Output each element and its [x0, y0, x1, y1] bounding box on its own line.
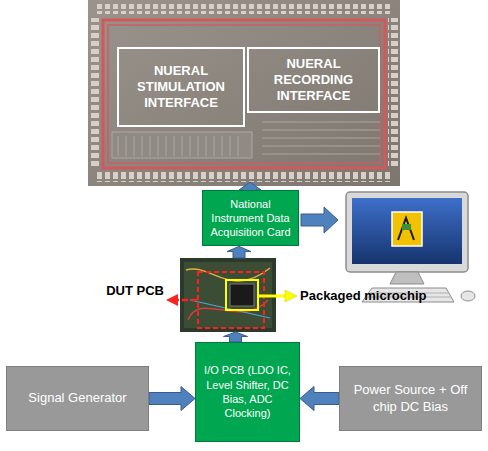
node-text: Power Source + Off chip DC Bias [348, 382, 473, 416]
leader-arrow [166, 294, 197, 306]
process-box: National Instrument Data Acquisition Car… [202, 190, 299, 247]
callout-text: DUT PCB [106, 283, 164, 298]
block-arrow [224, 332, 248, 342]
leader-arrow [258, 290, 297, 302]
interface-box: NUERAL STIMULATION INTERFACE [117, 47, 245, 127]
node-text: Signal Generator [28, 390, 126, 407]
block-arrow [227, 246, 251, 258]
block-arrow [300, 387, 339, 411]
node-text: NUERAL RECORDING INTERFACE [255, 56, 372, 105]
process-box: I/O PCB (LDO IC, Level Shifter, DC Bias,… [195, 342, 300, 442]
block-arrow [301, 207, 338, 233]
source-box: Power Source + Off chip DC Bias [339, 366, 482, 431]
node-text: NUERAL STIMULATION INTERFACE [125, 63, 237, 112]
pcb-photo-box: DUT PCB [180, 258, 276, 332]
block-arrow [149, 387, 195, 411]
node-text: I/O PCB (LDO IC, Level Shifter, DC Bias,… [202, 363, 293, 420]
node-text: National Instrument Data Acquisition Car… [209, 197, 292, 240]
computer-icon [346, 192, 475, 302]
callout-label: Packaged microchip [300, 288, 426, 303]
interface-box: NUERAL RECORDING INTERFACE [247, 47, 380, 113]
chip-micrograph [88, 0, 400, 186]
source-box: Signal Generator [6, 366, 149, 431]
